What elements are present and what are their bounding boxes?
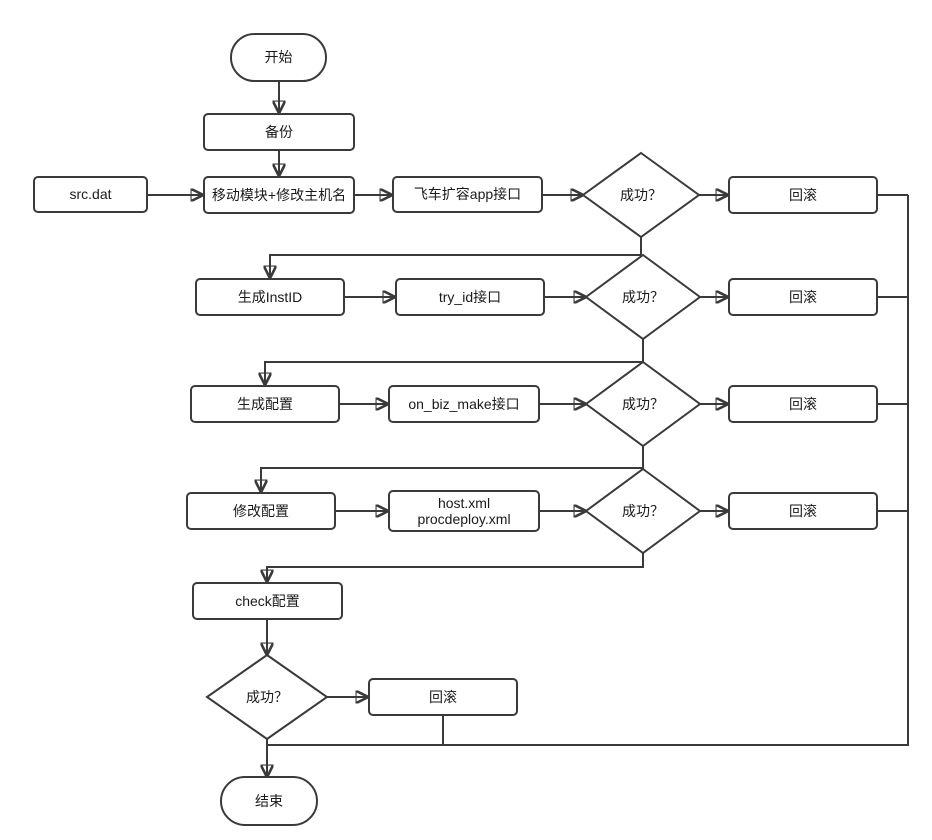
decision4-label: 成功？ — [622, 503, 664, 519]
decision4-diamond — [584, 467, 702, 555]
node-check-config: check配置 — [192, 582, 343, 620]
node-gen-config: 生成配置 — [190, 385, 340, 423]
decision5-diamond — [205, 653, 329, 741]
node-start: 开始 — [230, 33, 327, 82]
edge-decision3-to-modifyconfig — [261, 446, 644, 491]
node-src-dat: src.dat — [33, 176, 148, 213]
node-rollback5: 回滚 — [368, 678, 518, 716]
flow-connectors — [148, 82, 909, 776]
edge-rollback-bus-line — [267, 195, 909, 746]
xml-files-line1: host.xml — [437, 494, 491, 511]
node-modify-config: 修改配置 — [186, 492, 336, 530]
node-move-module: 移动模块+修改主机名 — [203, 176, 355, 214]
decision1-label: 成功？ — [620, 187, 662, 203]
node-rollback1: 回滚 — [728, 176, 878, 214]
edge-decision4-to-checkconfig — [267, 553, 644, 581]
decision2-label: 成功？ — [622, 289, 664, 305]
node-backup: 备份 — [203, 113, 355, 151]
decision1-diamond — [581, 151, 701, 239]
decision5-label: 成功？ — [246, 689, 288, 705]
decision3-diamond — [584, 360, 702, 448]
node-rollback4: 回滚 — [728, 492, 878, 530]
node-gen-instid: 生成InstID — [195, 278, 345, 316]
edge-decision1-to-geninstid — [270, 237, 642, 277]
decision3-label: 成功？ — [622, 396, 664, 412]
decision-diamonds — [205, 151, 702, 741]
node-rollback3: 回滚 — [728, 385, 878, 423]
node-try-id-api: try_id接口 — [395, 278, 545, 316]
node-end: 结束 — [220, 776, 318, 826]
node-on-biz-make-api: on_biz_make接口 — [388, 385, 540, 423]
node-rollback2: 回滚 — [728, 278, 878, 316]
decision2-diamond — [584, 253, 702, 341]
node-xml-files: host.xml procdeploy.xml — [388, 490, 540, 532]
edge-decision2-to-genconfig — [265, 339, 644, 384]
node-expand-api: 飞车扩容app接口 — [392, 176, 543, 213]
xml-files-line2: procdeploy.xml — [417, 511, 511, 527]
